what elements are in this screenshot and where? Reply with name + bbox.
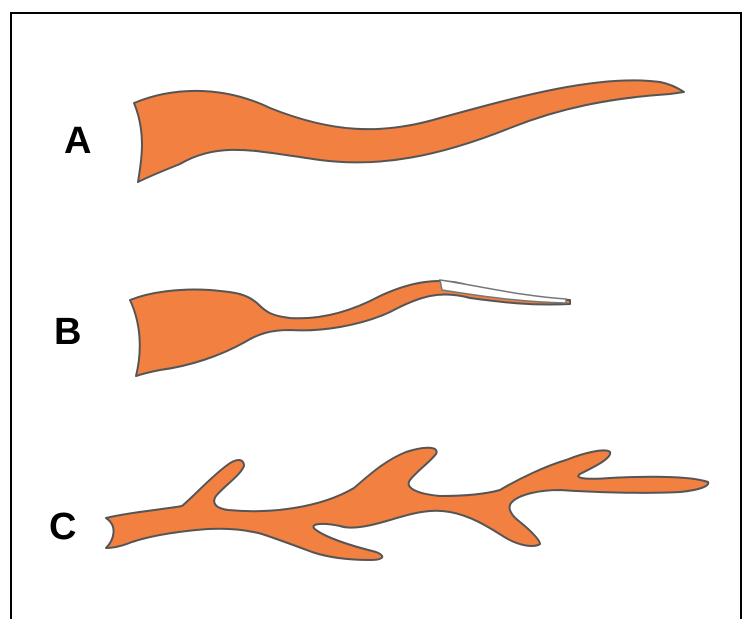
- shape-a: [134, 80, 684, 182]
- shape-c: [106, 448, 708, 560]
